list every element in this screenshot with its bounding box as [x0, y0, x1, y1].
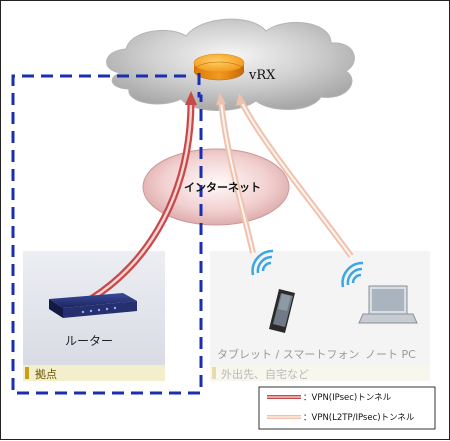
wifi-icon	[341, 261, 364, 288]
legend-l2tp-label: ：VPN(L2TP/IPsec)トンネル	[303, 413, 415, 423]
vrx-device	[193, 53, 245, 81]
legend-ipsec-label: ：VPN(IPsec)トンネル	[303, 393, 392, 403]
tablet-label: タブレット / スマートフォン	[217, 348, 360, 361]
site-box	[23, 251, 165, 381]
ipsec-tunnel-router	[89, 91, 197, 302]
l2tp-tunnel-tablet	[216, 93, 256, 254]
vpn-group-border	[11, 73, 203, 395]
router-icon	[49, 293, 137, 318]
pc-label: ノート PC	[365, 348, 416, 361]
legend-box	[258, 386, 436, 430]
smartphone-icon	[269, 289, 295, 333]
vrx-label: vRX	[249, 68, 276, 83]
router-label: ルーター	[65, 334, 114, 348]
wifi-icon	[251, 249, 274, 276]
mobile-title: 外出先、自宅など	[221, 368, 309, 381]
internet-label: インターネット	[184, 181, 261, 194]
laptop-icon	[358, 285, 418, 324]
site-title: 拠点	[35, 368, 57, 381]
l2tp-tunnel-pc	[236, 93, 354, 258]
